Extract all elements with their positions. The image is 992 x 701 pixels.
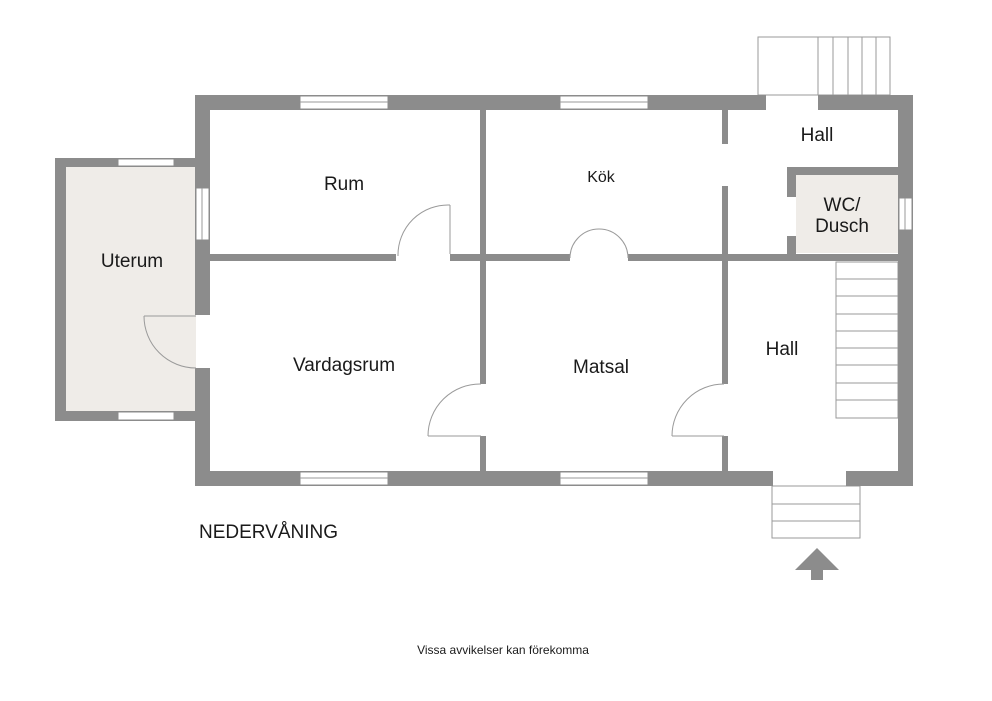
room-label-matsal: Matsal xyxy=(573,357,629,378)
disclaimer: Vissa avvikelser kan förekomma xyxy=(417,643,589,657)
room-label-hall-upper: Hall xyxy=(801,125,834,146)
room-label-vardagsrum: Vardagsrum xyxy=(293,355,395,376)
internal-stairs xyxy=(835,261,899,419)
exterior-walls xyxy=(195,95,913,486)
door-swings xyxy=(143,204,725,437)
room-label-rum: Rum xyxy=(324,174,364,195)
entry-steps xyxy=(771,485,861,539)
uterum-floor xyxy=(66,166,196,412)
room-label-hall-lower: Hall xyxy=(766,339,799,360)
room-label-kok: Kök xyxy=(587,169,616,186)
entrance-arrow-icon xyxy=(795,548,839,580)
windows xyxy=(117,95,913,486)
interior-walls xyxy=(210,110,898,471)
wc-floor xyxy=(796,175,898,253)
room-label-wc-line1: WC/ xyxy=(824,195,862,216)
room-label-wc-line2: Dusch xyxy=(815,216,869,237)
floor-title: NEDERVÅNING xyxy=(199,522,338,543)
top-stairs xyxy=(757,36,891,96)
room-label-uterum: Uterum xyxy=(101,251,163,272)
